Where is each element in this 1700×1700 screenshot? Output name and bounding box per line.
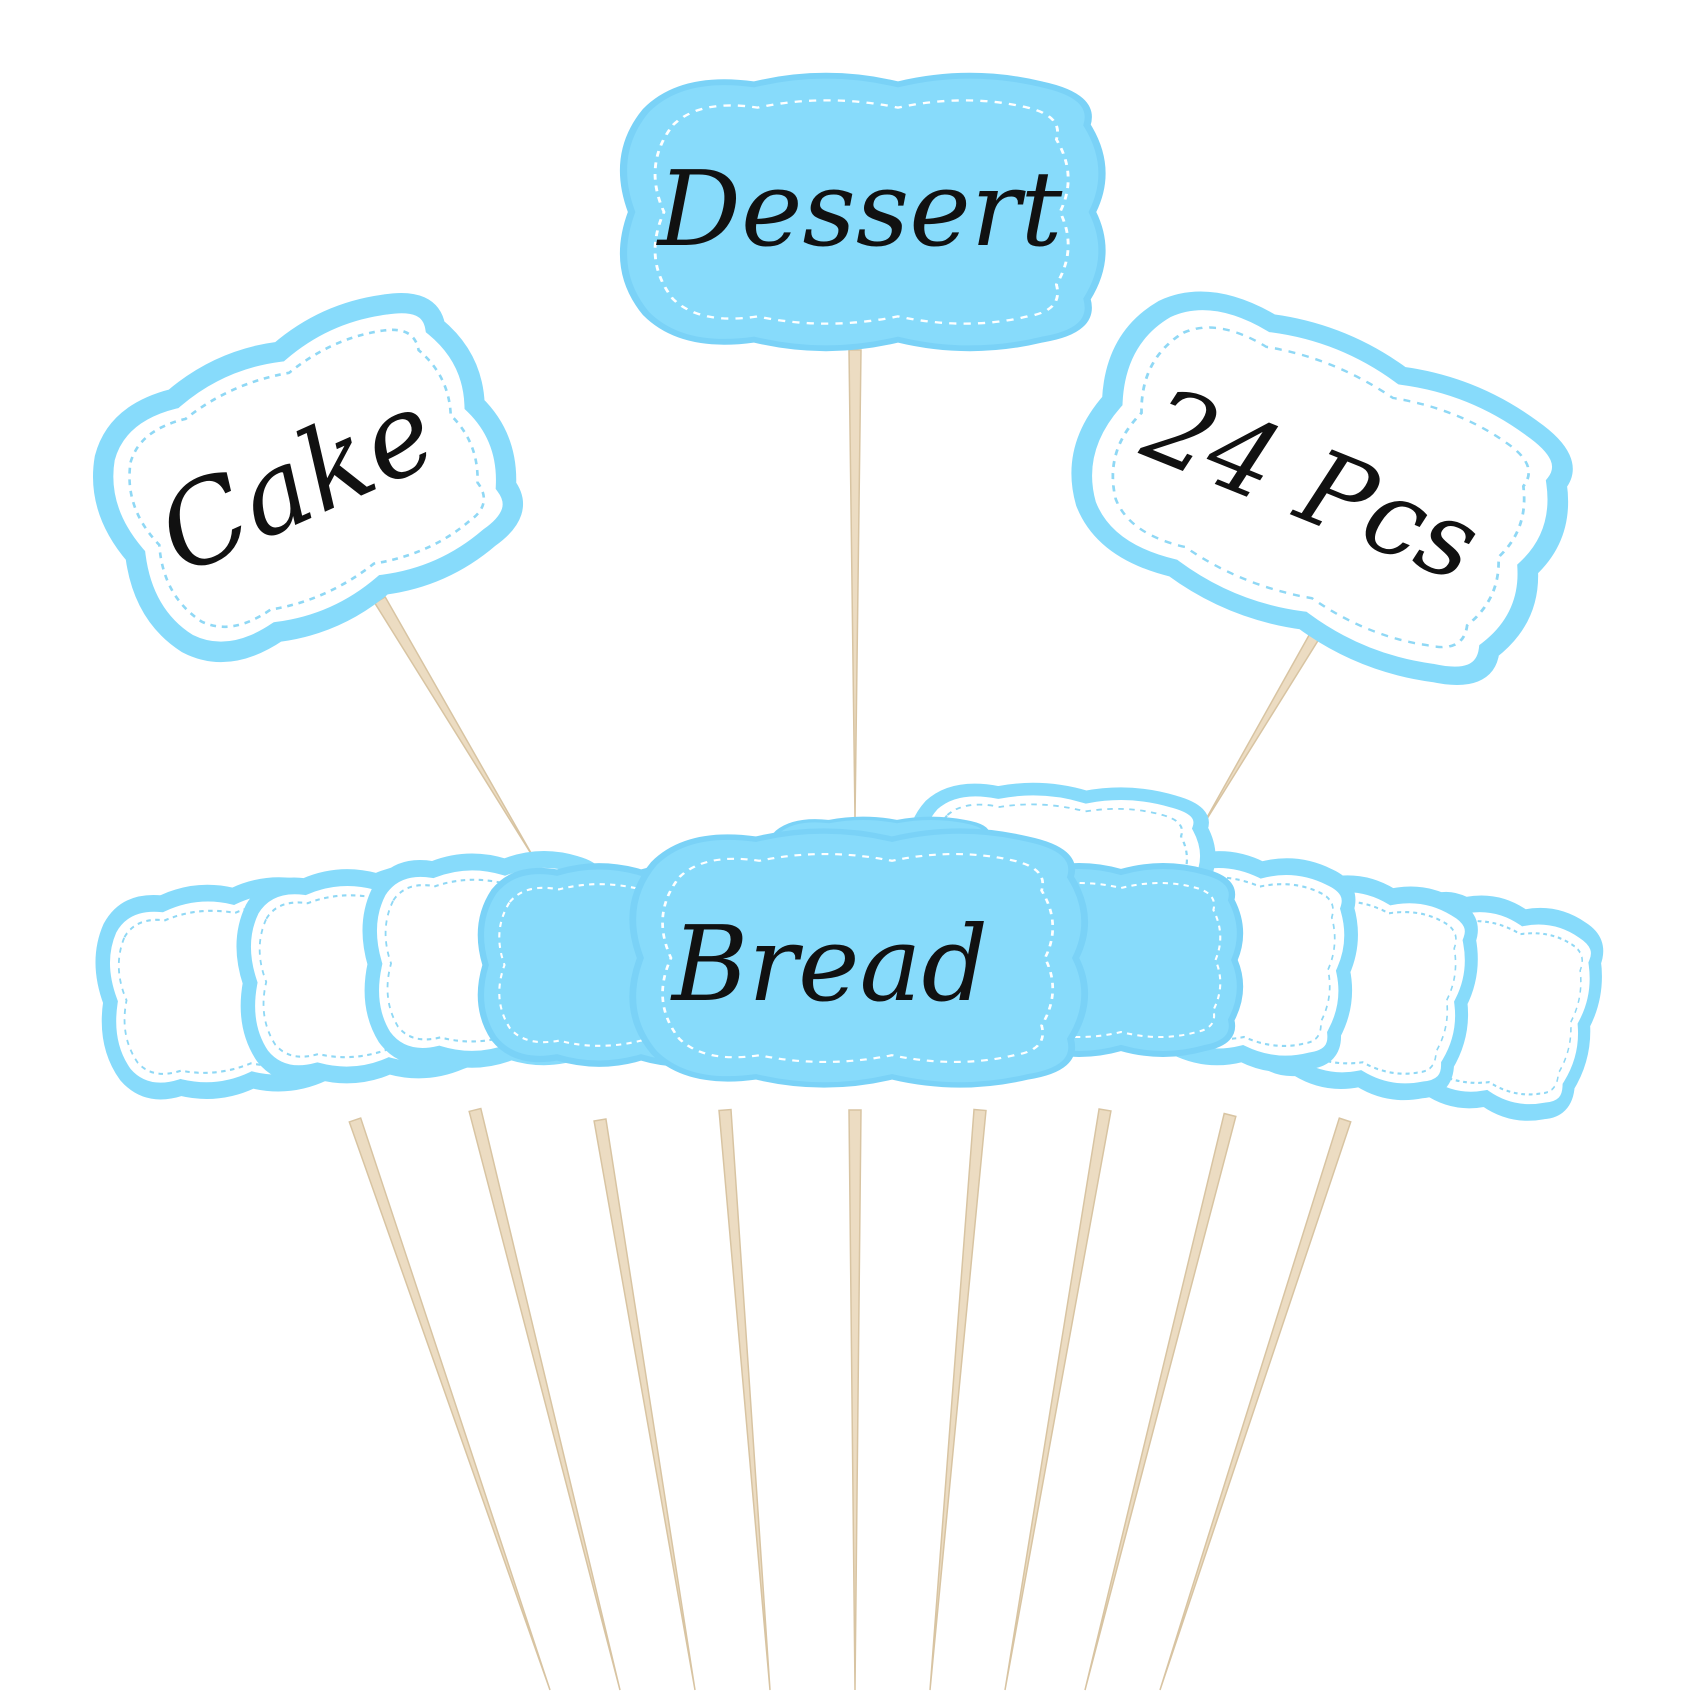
dessert-label: Dessert	[656, 148, 1063, 270]
wooden-stick	[593, 1118, 696, 1691]
wooden-stick	[1199, 605, 1337, 831]
bread-label: Bread	[670, 903, 988, 1025]
wooden-stick	[1159, 1117, 1352, 1691]
sticks	[348, 349, 1352, 1691]
wooden-stick	[848, 1109, 862, 1691]
wooden-stick	[929, 1108, 987, 1691]
wooden-stick	[1004, 1108, 1112, 1691]
wooden-stick	[848, 349, 862, 821]
wooden-stick	[348, 1117, 551, 1691]
wooden-stick	[468, 1107, 621, 1691]
wooden-stick	[718, 1108, 771, 1691]
wooden-stick	[373, 595, 536, 861]
wooden-stick	[1084, 1112, 1237, 1691]
